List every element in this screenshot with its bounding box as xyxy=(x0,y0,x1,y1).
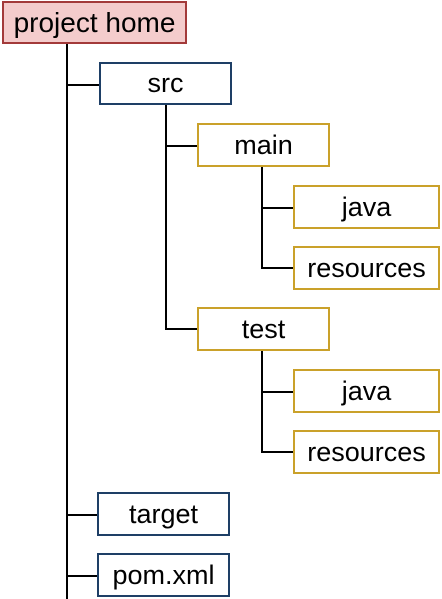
main-trunk-line xyxy=(261,167,263,268)
test-to-resources-line xyxy=(261,451,294,453)
node-project-home: project home xyxy=(2,1,187,44)
node-src: src xyxy=(99,62,232,105)
node-target: target xyxy=(97,492,230,536)
src-trunk-line xyxy=(165,105,167,329)
main-to-java-line xyxy=(261,207,294,209)
node-test-java: java xyxy=(293,369,440,413)
node-main-java: java xyxy=(293,185,440,229)
node-test-resources: resources xyxy=(293,430,440,474)
root-to-target-line xyxy=(66,514,98,516)
node-pom-xml: pom.xml xyxy=(97,553,230,597)
node-main: main xyxy=(197,123,330,167)
root-trunk-line xyxy=(66,43,68,599)
root-to-pom-line xyxy=(66,575,98,577)
src-to-test-line xyxy=(165,328,198,330)
test-trunk-line xyxy=(261,351,263,452)
main-to-resources-line xyxy=(261,267,294,269)
node-main-resources: resources xyxy=(293,246,440,290)
root-to-src-line xyxy=(66,84,100,86)
node-test: test xyxy=(197,307,330,351)
src-to-main-line xyxy=(165,145,198,147)
test-to-java-line xyxy=(261,391,294,393)
